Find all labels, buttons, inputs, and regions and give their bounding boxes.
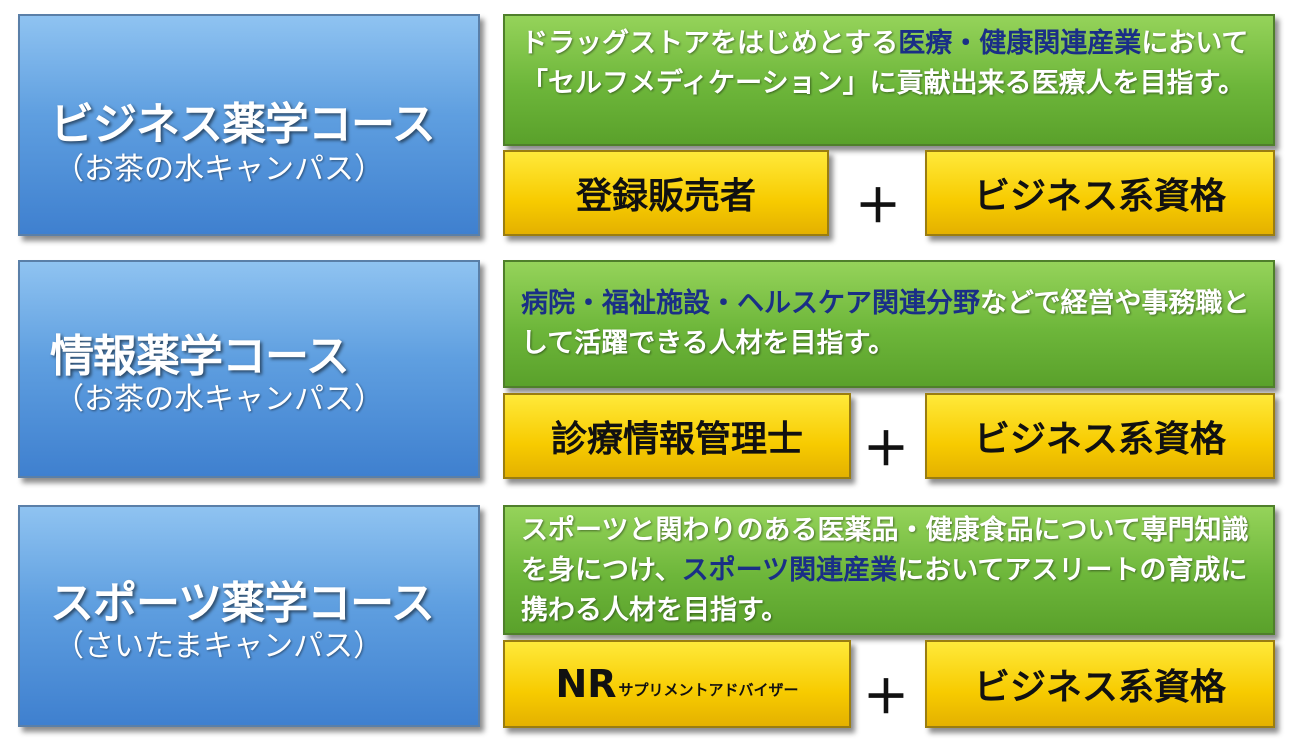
course-title: 情報薬学コース xyxy=(50,331,350,382)
course-title: スポーツ薬学コース xyxy=(50,578,435,629)
course-box-sports: スポーツ薬学コース （さいたまキャンパス） xyxy=(18,505,480,727)
plus-sign: ＋ xyxy=(855,179,901,233)
business-qualification-box: ビジネス系資格 xyxy=(925,640,1275,728)
qualification-box: 登録販売者 xyxy=(503,150,829,236)
course-description-box: スポーツと関わりのある医薬品・健康食品について専門知識を身につけ、スポーツ関連産… xyxy=(503,505,1275,635)
qualification-sub: サプリメントアドバイザー xyxy=(618,680,799,699)
course-campus: （さいたまキャンパス） xyxy=(54,629,384,664)
course-box-business: ビジネス薬学コース （お茶の水キャンパス） xyxy=(18,14,480,236)
business-qualification-box: ビジネス系資格 xyxy=(925,150,1275,236)
course-description-box: ドラッグストアをはじめとする医療・健康関連産業において「セルフメディケーション」… xyxy=(503,14,1275,146)
course-description-box: 病院・福祉施設・ヘルスケア関連分野などで経営や事務職として活躍できる人材を目指す… xyxy=(503,260,1275,388)
plus-sign: ＋ xyxy=(863,422,909,476)
plus-sign: ＋ xyxy=(863,670,909,724)
qualification-main: NR xyxy=(555,662,617,706)
course-description: スポーツと関わりのある医薬品・健康食品について専門知識を身につけ、スポーツ関連産… xyxy=(521,515,1249,626)
course-title: ビジネス薬学コース xyxy=(50,99,436,150)
course-description: ドラッグストアをはじめとする医療・健康関連産業において「セルフメディケーション」… xyxy=(521,28,1249,99)
qualification-box: 診療情報管理士 xyxy=(503,393,851,479)
course-campus: （お茶の水キャンパス） xyxy=(54,382,384,417)
course-description: 病院・福祉施設・ヘルスケア関連分野などで経営や事務職として活躍できる人材を目指す… xyxy=(521,288,1250,359)
course-campus: （お茶の水キャンパス） xyxy=(54,152,384,187)
course-box-info: 情報薬学コース （お茶の水キャンパス） xyxy=(18,260,480,478)
business-qualification-box: ビジネス系資格 xyxy=(925,393,1275,479)
